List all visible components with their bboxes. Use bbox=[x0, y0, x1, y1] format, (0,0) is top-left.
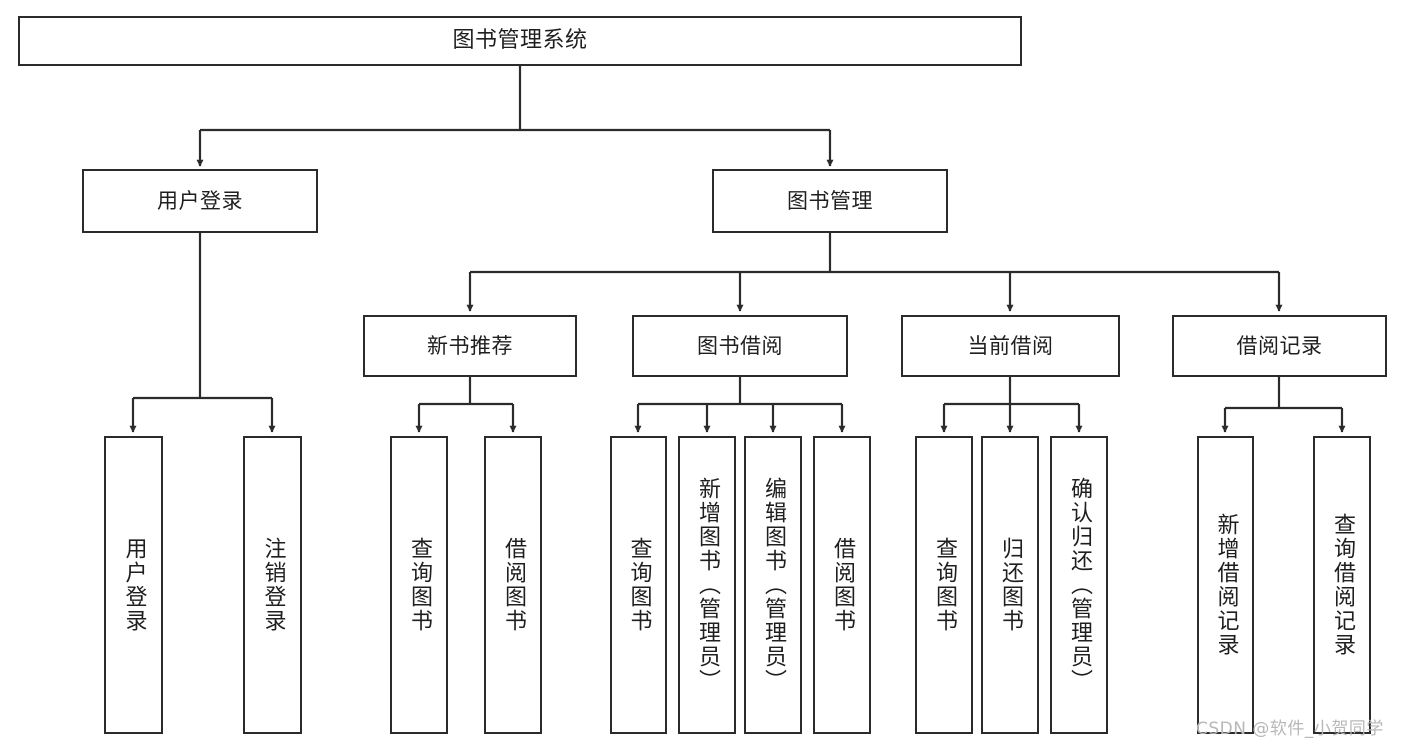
csdn-watermark: CSDN @软件_小贺同学 bbox=[1196, 719, 1384, 739]
node-leaf-record-query-label: 查询借阅记录 bbox=[1330, 513, 1355, 657]
node-leaf-borrow-borrow-book-label: 借阅图书 bbox=[830, 537, 855, 633]
node-leaf-user-login-label: 用户登录 bbox=[121, 537, 147, 633]
node-leaf-borrow-borrow-book[interactable]: 借阅图书 bbox=[813, 436, 871, 734]
node-book-manage-label: 图书管理 bbox=[787, 188, 873, 213]
node-user-login[interactable]: 用户登录 bbox=[82, 169, 318, 233]
node-new-book-rec[interactable]: 新书推荐 bbox=[363, 315, 577, 377]
node-leaf-record-add-label: 新增借阅记录 bbox=[1213, 513, 1239, 657]
node-current-borrow-label: 当前借阅 bbox=[967, 333, 1054, 358]
node-leaf-current-return-book-label: 归还图书 bbox=[998, 537, 1023, 633]
node-book-borrow-label: 图书借阅 bbox=[697, 333, 783, 358]
node-leaf-borrow-add-book-label: 新增图书（管理员） bbox=[695, 477, 720, 693]
node-borrow-record[interactable]: 借阅记录 bbox=[1172, 315, 1387, 377]
node-leaf-record-add[interactable]: 新增借阅记录 bbox=[1197, 436, 1254, 734]
node-leaf-current-confirm-return-label: 确认归还（管理员） bbox=[1067, 477, 1092, 693]
node-borrow-record-label: 借阅记录 bbox=[1236, 333, 1323, 358]
node-current-borrow[interactable]: 当前借阅 bbox=[901, 315, 1120, 377]
node-book-manage[interactable]: 图书管理 bbox=[712, 169, 948, 233]
node-user-login-label: 用户登录 bbox=[157, 188, 243, 213]
node-leaf-record-query[interactable]: 查询借阅记录 bbox=[1313, 436, 1371, 734]
node-leaf-rec-query-book-label: 查询图书 bbox=[407, 537, 432, 633]
node-leaf-borrow-edit-book[interactable]: 编辑图书（管理员） bbox=[744, 436, 802, 734]
node-leaf-user-login[interactable]: 用户登录 bbox=[104, 436, 163, 734]
node-leaf-current-query-book-label: 查询图书 bbox=[932, 537, 957, 633]
node-leaf-user-logout[interactable]: 注销登录 bbox=[243, 436, 302, 734]
node-root-label: 图书管理系统 bbox=[452, 28, 588, 54]
node-leaf-rec-borrow-book[interactable]: 借阅图书 bbox=[484, 436, 542, 734]
node-leaf-borrow-query-book-label: 查询图书 bbox=[626, 537, 652, 633]
node-leaf-borrow-add-book[interactable]: 新增图书（管理员） bbox=[678, 436, 736, 734]
node-leaf-borrow-edit-book-label: 编辑图书（管理员） bbox=[761, 477, 786, 693]
node-leaf-rec-query-book[interactable]: 查询图书 bbox=[390, 436, 448, 734]
node-new-book-rec-label: 新书推荐 bbox=[427, 333, 513, 358]
node-leaf-current-return-book[interactable]: 归还图书 bbox=[981, 436, 1039, 734]
node-leaf-current-confirm-return[interactable]: 确认归还（管理员） bbox=[1050, 436, 1108, 734]
node-leaf-rec-borrow-book-label: 借阅图书 bbox=[501, 537, 526, 633]
node-book-borrow[interactable]: 图书借阅 bbox=[632, 315, 848, 377]
node-leaf-current-query-book[interactable]: 查询图书 bbox=[915, 436, 973, 734]
node-leaf-user-logout-label: 注销登录 bbox=[260, 537, 286, 633]
node-leaf-borrow-query-book[interactable]: 查询图书 bbox=[610, 436, 667, 734]
node-root[interactable]: 图书管理系统 bbox=[18, 16, 1022, 66]
